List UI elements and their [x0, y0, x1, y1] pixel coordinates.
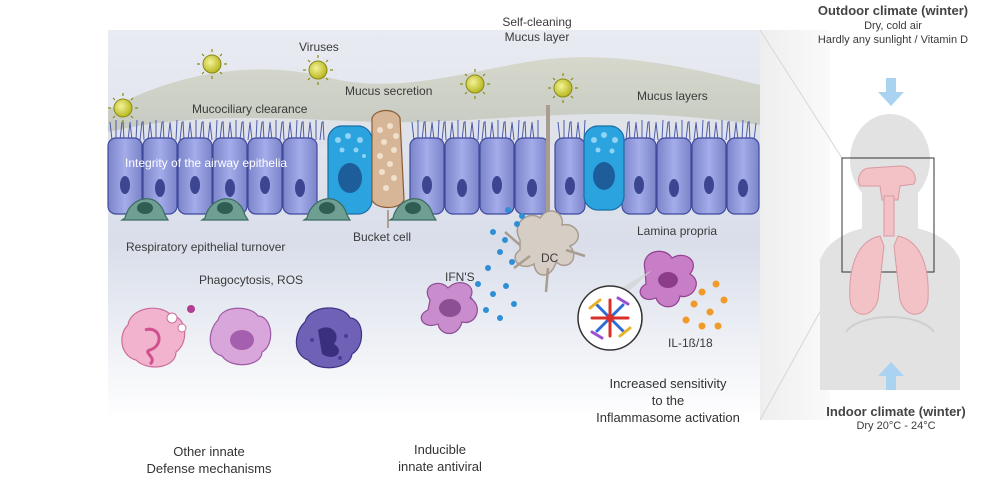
viruses-group — [113, 54, 573, 118]
lungs-icon — [849, 165, 929, 315]
lamina-propria-label: Lamina propria — [637, 224, 718, 238]
inducible-label-1: Inducible — [413, 442, 467, 457]
self-cleaning-label: Self-cleaning — [502, 15, 572, 29]
outdoor-line-2: Hardly any sunlight / Vitamin D — [817, 34, 969, 46]
ifns-label: IFN'S — [445, 270, 475, 284]
zoom-box — [841, 157, 935, 273]
diaphragm — [845, 316, 935, 333]
bucket-cell-shape — [371, 109, 405, 228]
integrity-label: Integrity of the airway epithelia — [125, 156, 288, 170]
mucus-secretion-label: Mucus secretion — [345, 84, 433, 98]
ifn-producing-cell — [420, 282, 478, 335]
viruses-label: Viruses — [299, 40, 339, 54]
virus-spikes — [108, 49, 578, 123]
side-panel-background — [760, 30, 830, 420]
cilia — [109, 119, 757, 141]
goblet-cell-right — [583, 125, 625, 211]
inflammasome-label-3: Inflammasome activation — [596, 410, 740, 425]
mucus-layer-label: Mucus layer — [504, 30, 570, 44]
columnar-cells — [107, 137, 760, 215]
respiratory-turnover-label: Respiratory epithelial turnover — [126, 240, 286, 254]
indoor-title: Indoor climate (winter) — [826, 404, 966, 419]
mucus-layers-label: Mucus layers — [637, 89, 708, 103]
other-innate-label-1: Other innate — [173, 444, 245, 459]
bucket-cell-label: Bucket cell — [353, 230, 412, 244]
inflammasome-label-2: to the — [651, 393, 685, 408]
phagocyte-pink — [121, 305, 195, 368]
phagocyte-dark — [295, 307, 363, 369]
outdoor-line-1: Dry, cold air — [864, 20, 922, 32]
phagocyte-purple — [209, 307, 272, 366]
other-innate-label-2: Defense mechanisms — [146, 461, 272, 476]
il-label: IL-1ß/18 — [668, 336, 713, 350]
indoor-line-1: Dry 20°C - 24°C — [856, 420, 936, 432]
dendritic-cell — [504, 105, 586, 293]
inflammasome-icon — [577, 285, 643, 351]
connector-top — [759, 29, 843, 159]
phagocytosis-label: Phagocytosis, ROS — [199, 273, 304, 287]
mucociliary-clearance-label: Mucociliary clearance — [192, 102, 308, 116]
arrow-up-icon — [878, 362, 904, 390]
arrow-down-icon — [878, 78, 904, 106]
outdoor-title: Outdoor climate (winter) — [817, 3, 969, 18]
basal-cells — [120, 198, 438, 221]
il-dots — [682, 278, 728, 330]
basal-nuclei — [137, 202, 421, 214]
dc-label: DC — [541, 251, 559, 265]
cell-nuclei — [120, 176, 748, 197]
inducible-label-2: innate antiviral — [398, 459, 482, 474]
inflammasome-label-1: Increased sensitivity — [609, 376, 727, 391]
person-silhouette — [820, 114, 960, 390]
